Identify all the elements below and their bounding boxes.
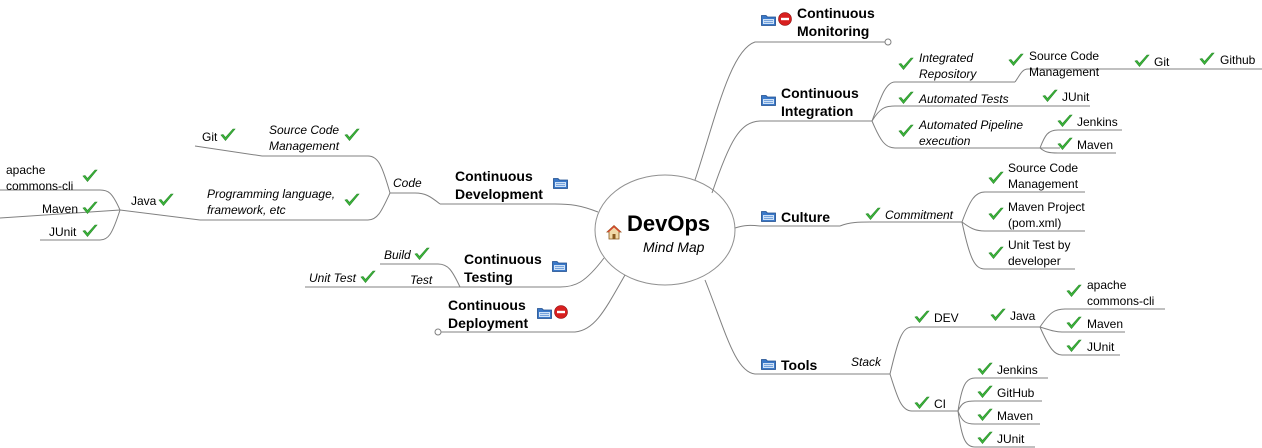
branch-testing — [460, 257, 605, 288]
node-jenkins[interactable]: Jenkins — [1077, 115, 1118, 129]
node-continuous-integration[interactable]: Continuous Integration — [781, 85, 859, 119]
node-tools-junit[interactable]: JUnit — [1087, 340, 1115, 354]
check-icon — [1008, 53, 1024, 67]
branch-deployment — [440, 274, 626, 333]
check-icon — [977, 408, 993, 422]
check-icon — [977, 362, 993, 376]
check-icon — [977, 431, 993, 445]
node-dev-junit[interactable]: JUnit — [49, 225, 77, 239]
node-programming-language[interactable]: Programming language, framework, etc — [207, 187, 336, 217]
node-test[interactable]: Test — [410, 273, 433, 287]
check-icon — [914, 310, 930, 324]
check-icon — [1066, 316, 1082, 330]
check-icon — [414, 247, 430, 261]
node-ci-jenkins[interactable]: Jenkins — [997, 363, 1038, 377]
center-subtitle: Mind Map — [643, 239, 705, 255]
check-icon — [1057, 114, 1073, 128]
folder-icon — [761, 357, 776, 370]
check-icon — [1042, 89, 1058, 103]
node-dev-maven[interactable]: Maven — [42, 202, 79, 216]
center-node-shape — [594, 174, 736, 286]
node-ci-github[interactable]: GitHub — [997, 386, 1035, 400]
node-ci-maven[interactable]: Maven — [997, 409, 1034, 423]
branch-development — [440, 203, 599, 213]
check-icon — [898, 124, 914, 138]
check-icon — [914, 396, 930, 410]
center-title[interactable]: DevOps — [627, 211, 711, 236]
check-icon — [988, 207, 1004, 221]
node-dev-java[interactable]: Java — [131, 194, 157, 208]
check-icon — [898, 57, 914, 71]
node-build[interactable]: Build — [384, 248, 411, 262]
node-code[interactable]: Code — [393, 176, 422, 190]
node-github[interactable]: Github — [1220, 53, 1256, 67]
check-icon — [977, 385, 993, 399]
node-stack[interactable]: Stack — [851, 355, 882, 369]
folder-icon — [553, 176, 568, 189]
branch-monitoring — [694, 41, 886, 181]
check-icon — [1057, 137, 1073, 151]
node-culture-scm[interactable]: Source Code Management — [1008, 161, 1079, 191]
node-dev[interactable]: DEV — [934, 311, 959, 325]
folder-icon — [537, 306, 552, 319]
node-maven[interactable]: Maven — [1077, 138, 1114, 152]
check-icon — [158, 193, 174, 207]
check-icon — [988, 246, 1004, 260]
node-dev-apache[interactable]: apache commons-cli — [6, 163, 74, 193]
node-maven-project[interactable]: Maven Project (pom.xml) — [1008, 200, 1085, 230]
folder-icon — [552, 259, 567, 272]
check-icon — [990, 308, 1006, 322]
node-ci-junit[interactable]: JUnit — [997, 432, 1025, 446]
node-continuous-development[interactable]: Continuous Development — [455, 168, 543, 202]
branch-culture — [734, 224, 840, 229]
node-integrated-repository[interactable]: Integrated Repository — [919, 51, 977, 81]
node-commitment[interactable]: Commitment — [885, 208, 954, 222]
check-icon — [898, 91, 914, 105]
check-icon — [360, 270, 376, 284]
check-icon — [344, 128, 360, 142]
node-continuous-deployment[interactable]: Continuous Deployment — [448, 297, 529, 331]
node-automated-pipeline[interactable]: Automated Pipeline execution — [919, 118, 1024, 148]
node-dev-scm[interactable]: Source Code Management — [269, 123, 340, 153]
node-continuous-testing[interactable]: Continuous Testing — [464, 251, 542, 285]
node-unit-test-by-developer[interactable]: Unit Test by developer — [1008, 238, 1071, 268]
check-icon — [865, 207, 881, 221]
check-icon — [82, 224, 98, 238]
folder-icon — [761, 13, 776, 26]
check-icon — [220, 128, 236, 142]
home-icon — [606, 224, 622, 240]
node-java[interactable]: Java — [1010, 309, 1036, 323]
node-junit[interactable]: JUnit — [1062, 90, 1090, 104]
node-tools[interactable]: Tools — [781, 357, 818, 373]
node-apache-commons-cli[interactable]: apache commons-cli — [1087, 278, 1155, 308]
stop-icon — [778, 12, 792, 26]
node-source-code-management[interactable]: Source Code Management — [1029, 49, 1100, 79]
check-icon — [1066, 339, 1082, 353]
check-icon — [82, 169, 98, 183]
folder-icon — [761, 93, 776, 106]
node-culture[interactable]: Culture — [781, 209, 830, 225]
folder-icon — [761, 209, 776, 222]
check-icon — [82, 201, 98, 215]
check-icon — [1199, 52, 1215, 66]
node-ci[interactable]: CI — [934, 397, 946, 411]
node-unit-test[interactable]: Unit Test — [309, 271, 356, 285]
node-git[interactable]: Git — [1154, 55, 1170, 69]
branch-tools — [704, 279, 890, 375]
check-icon — [1066, 284, 1082, 298]
node-continuous-monitoring[interactable]: Continuous Monitoring — [797, 5, 875, 39]
check-icon — [988, 171, 1004, 185]
check-icon — [344, 193, 360, 207]
stop-icon — [554, 305, 568, 319]
branch-integration — [711, 120, 872, 194]
node-tools-maven[interactable]: Maven — [1087, 317, 1124, 331]
check-icon — [1134, 54, 1150, 68]
node-automated-tests[interactable]: Automated Tests — [919, 92, 1009, 106]
node-dev-git[interactable]: Git — [202, 130, 218, 144]
